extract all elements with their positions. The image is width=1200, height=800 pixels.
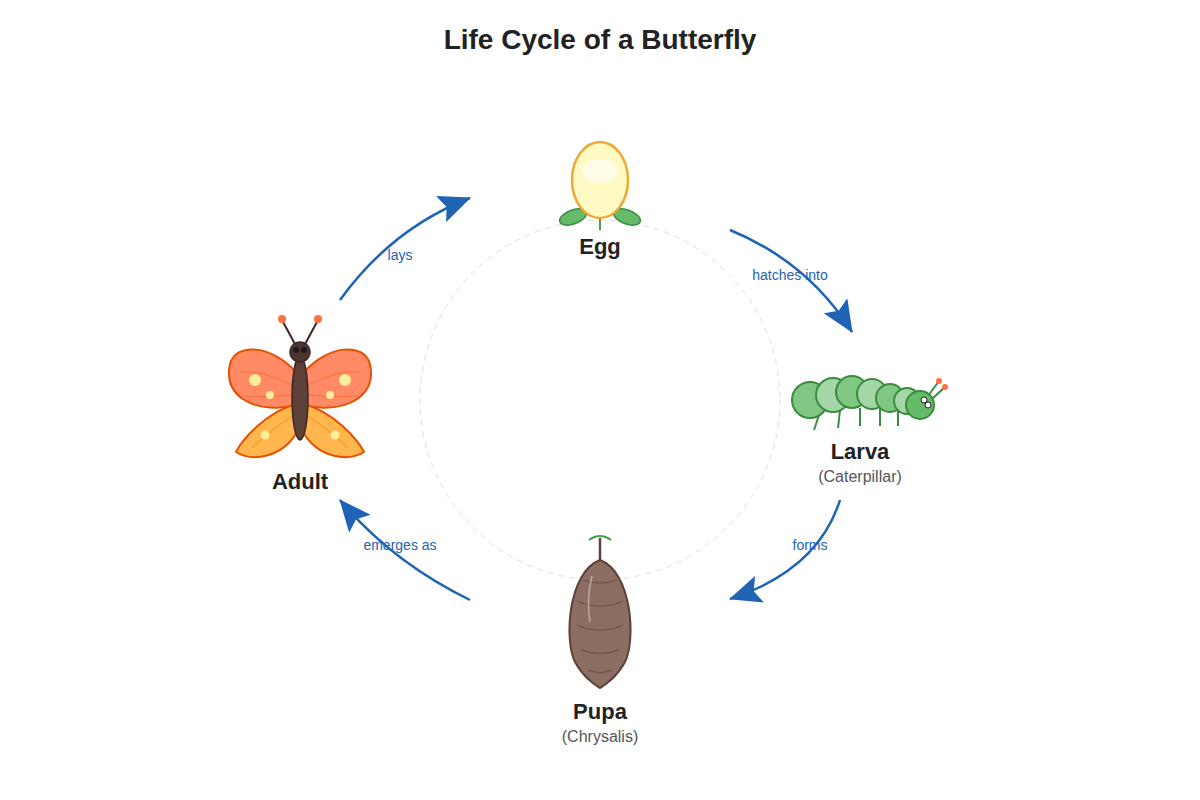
butterfly-eye — [293, 347, 299, 353]
cycle-arrow — [730, 500, 840, 599]
pupa-ridge — [578, 580, 622, 673]
upper-wing — [229, 349, 296, 407]
butterfly-eye — [301, 347, 307, 353]
arrow-label: hatches into — [752, 267, 828, 283]
butterfly-drawing — [229, 315, 371, 457]
arrow-label: lays — [388, 247, 413, 263]
stage-subtitle: (Caterpillar) — [818, 468, 902, 486]
stage-subtitle: (Chrysalis) — [562, 728, 638, 746]
wing-spot — [326, 391, 334, 399]
cycle-circle — [420, 220, 780, 580]
diagram-title: Life Cycle of a Butterfly — [0, 20, 1200, 60]
stage-node: Pupa (Chrysalis) — [470, 535, 730, 750]
arrow-label: emerges as — [363, 537, 436, 553]
antenna-tip — [942, 384, 948, 390]
arrow-label: forms — [793, 537, 828, 553]
stage-name: Larva — [831, 440, 890, 464]
lower-wing — [236, 404, 297, 457]
antenna-tip — [936, 378, 942, 384]
stage-node: Egg — [470, 135, 730, 265]
wing-spot — [261, 431, 270, 440]
caterpillar-eye — [925, 402, 931, 408]
egg-drawing — [557, 142, 642, 230]
butterfly-antenna — [304, 320, 318, 346]
wing-spot — [249, 374, 261, 386]
wing-spot — [266, 391, 274, 399]
upper-wing — [304, 349, 371, 407]
butterfly-head — [290, 342, 310, 362]
stage-name: Egg — [579, 235, 621, 259]
stage-name: Pupa — [573, 700, 627, 724]
pupa-shine — [588, 576, 592, 622]
caterpillar-head — [906, 391, 934, 419]
pupa-drawing — [569, 536, 630, 688]
pupa-body — [569, 560, 630, 688]
wing-spot — [339, 374, 351, 386]
caterpillar-leg — [879, 408, 881, 426]
pupa-stem — [599, 538, 602, 562]
stage-node: Larva (Caterpillar) — [785, 332, 955, 500]
wing-spot — [331, 431, 340, 440]
lower-wing — [303, 404, 364, 457]
cycle-arrow — [340, 500, 470, 600]
stage-node: Adult — [220, 300, 380, 500]
egg-shine — [582, 159, 618, 183]
antenna-tip — [314, 315, 322, 323]
cycle-arrow — [730, 230, 852, 332]
cycle-arrow — [340, 198, 470, 300]
caterpillar-leg — [859, 408, 861, 426]
antenna-tip — [278, 315, 286, 323]
stage-name: Adult — [272, 470, 328, 494]
butterfly-antenna — [282, 320, 296, 346]
butterfly-body — [292, 356, 308, 440]
caterpillar-drawing — [792, 376, 948, 430]
caterpillar-leg — [897, 410, 899, 426]
egg-shell — [572, 142, 628, 218]
caterpillar-leg — [838, 410, 840, 428]
